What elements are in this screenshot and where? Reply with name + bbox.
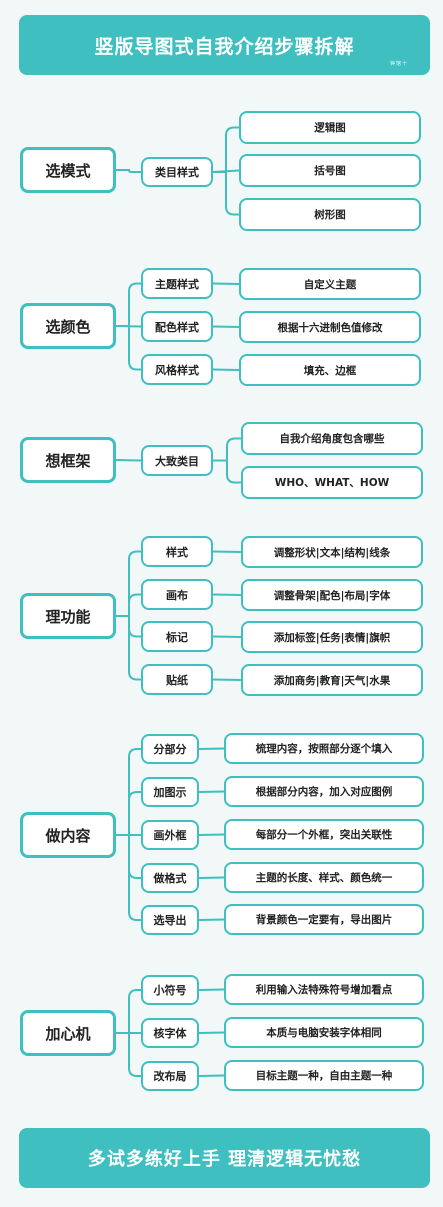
leaf-topic: 本质与电脑安装字体相同 xyxy=(224,1017,424,1048)
main-connector xyxy=(115,282,142,371)
sub-topic: 主题样式 xyxy=(141,268,213,299)
sub-topic: 小符号 xyxy=(141,975,199,1005)
main-topic: 选颜色 xyxy=(20,303,116,349)
sub-connector xyxy=(212,368,240,371)
sub-topic: 贴纸 xyxy=(141,664,213,695)
leaf-topic: 填充、边框 xyxy=(239,354,421,386)
sub-connector xyxy=(198,876,225,879)
sub-topic: 风格样式 xyxy=(141,354,213,385)
leaf-topic: 每部分一个外框，突出关联性 xyxy=(224,819,424,850)
main-connector xyxy=(115,459,142,462)
sub-topic: 类目样式 xyxy=(141,157,213,187)
sub-connector xyxy=(212,635,242,638)
main-topic: 做内容 xyxy=(20,812,116,858)
page-title: 竖版导图式自我介绍步骤拆解 xyxy=(94,35,355,58)
leaf-topic: 主题的长度、样式、颜色统一 xyxy=(224,862,424,893)
sub-topic: 样式 xyxy=(141,536,213,567)
main-connector xyxy=(116,989,141,1077)
sub-topic: 核字体 xyxy=(141,1018,199,1048)
footer-slogan: 多试多练好上手 理清逻辑无忧愁 xyxy=(87,1149,362,1170)
leaf-topic: 树形图 xyxy=(239,198,421,231)
leaf-topic: 添加商务|教育|天气|水果 xyxy=(241,664,423,696)
leaf-topic: 根据部分内容，加入对应图例 xyxy=(224,776,424,807)
leaf-topic: 括号图 xyxy=(239,154,421,187)
main-topic: 加心机 xyxy=(20,1010,116,1056)
sub-connector xyxy=(198,988,225,991)
sub-topic: 画布 xyxy=(141,579,213,610)
sub-connector xyxy=(212,678,242,681)
leaf-topic: 逻辑图 xyxy=(239,111,421,144)
main-topic: 想框架 xyxy=(20,437,116,483)
sub-connector xyxy=(198,1074,225,1077)
sub-connector xyxy=(212,593,242,596)
leaf-topic: 添加标签|任务|表情|旗帜 xyxy=(241,621,423,653)
sub-topic: 画外框 xyxy=(141,820,199,850)
sub-topic: 做格式 xyxy=(141,863,199,893)
leaf-topic: WHO、WHAT、HOW xyxy=(241,466,423,499)
leaf-topic: 调整形状|文本|结构|线条 xyxy=(241,536,423,568)
leaf-topic: 自定义主题 xyxy=(239,268,421,300)
sub-connector xyxy=(198,1031,225,1034)
main-topic: 选模式 xyxy=(20,147,116,193)
title-banner: 竖版导图式自我介绍步骤拆解 钟馆十 xyxy=(19,15,430,75)
sub-connector xyxy=(198,918,225,921)
main-connector xyxy=(116,748,141,921)
leaf-topic: 梳理内容，按照部分逐个填入 xyxy=(224,733,424,764)
sub-topic: 加图示 xyxy=(141,777,199,807)
leaf-topic: 目标主题一种，自由主题一种 xyxy=(224,1060,424,1091)
main-connector xyxy=(116,550,141,681)
leaf-topic: 自我介绍角度包含哪些 xyxy=(241,422,423,455)
brand-mark: 钟馆十 xyxy=(389,61,408,67)
leaf-topic: 调整骨架|配色|布局|字体 xyxy=(241,579,423,611)
sub-topic: 标记 xyxy=(141,621,213,652)
footer-banner: 多试多练好上手 理清逻辑无忧愁 xyxy=(19,1128,430,1188)
leaf-topic: 利用输入法特殊符号增加看点 xyxy=(224,974,424,1005)
sub-connector xyxy=(198,790,225,793)
sub-connector xyxy=(212,325,240,328)
leaf-topic: 根据十六进制色值修改 xyxy=(239,311,421,343)
sub-topic: 配色样式 xyxy=(141,311,213,342)
sub-connector xyxy=(213,437,241,484)
sub-connector xyxy=(198,747,225,750)
sub-topic: 大致类目 xyxy=(141,445,213,476)
sub-topic: 选导出 xyxy=(141,905,199,935)
main-connector xyxy=(116,169,141,173)
sub-connector xyxy=(212,282,240,285)
main-topic: 理功能 xyxy=(20,593,116,639)
sub-topic: 改布局 xyxy=(141,1061,199,1091)
leaf-topic: 背景颜色一定要有，导出图片 xyxy=(224,904,424,935)
sub-connector xyxy=(212,550,242,553)
sub-topic: 分部分 xyxy=(141,734,199,764)
sub-connector xyxy=(198,833,225,836)
sub-connector xyxy=(212,126,240,216)
